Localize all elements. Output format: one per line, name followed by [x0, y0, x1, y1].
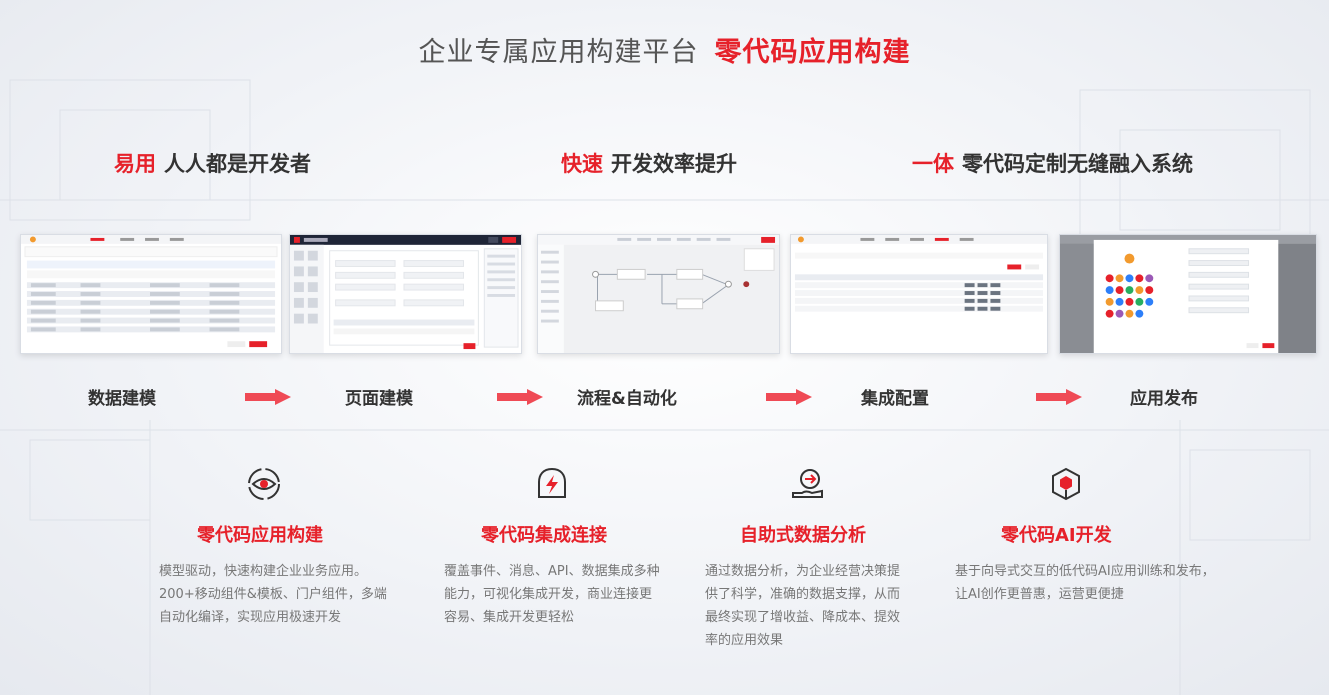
- step-integration: 集成配置: [861, 389, 929, 409]
- screenshot-page-builder: [289, 234, 522, 354]
- arrow-right-icon: [245, 389, 291, 405]
- step-workflow: 流程&自动化: [577, 389, 677, 409]
- title-main: 企业专属应用构建平台: [418, 37, 699, 68]
- feature-key: 易用: [114, 152, 156, 176]
- feature-key: 一体: [912, 152, 954, 176]
- eye-target-icon: [248, 468, 280, 500]
- feature-key: 快速: [561, 152, 603, 176]
- card-desc-line: 200+移动组件&模板、门户组件，多端: [159, 587, 387, 602]
- feature-text: 开发效率提升: [611, 152, 737, 176]
- card-desc-line: 供了科学，准确的数据支撑，从而: [705, 587, 901, 602]
- card-desc-line: 自动化编译，实现应用极速开发: [159, 610, 342, 625]
- step-page-modeling: 页面建模: [345, 389, 413, 409]
- page-title: 企业专属应用构建平台零代码应用构建: [0, 30, 1329, 69]
- step-data-modeling: 数据建模: [88, 389, 156, 409]
- card-title: 零代码集成连接: [481, 525, 607, 546]
- screenshot-workflow: [537, 234, 780, 354]
- feature-text: 人人都是开发者: [164, 152, 311, 176]
- arrow-right-icon: [497, 389, 543, 405]
- card-description: 覆盖事件、消息、API、数据集成多种 能力，可视化集成开发，商业连接更 容易、集…: [444, 560, 684, 629]
- card-desc-line: 能力，可视化集成开发，商业连接更: [444, 587, 653, 602]
- screenshot-app-publish: [1059, 234, 1317, 354]
- arrow-right-icon: [1036, 389, 1082, 405]
- cube-icon: [1052, 467, 1080, 501]
- card-description: 通过数据分析，为企业经营决策提 供了科学，准确的数据支撑，从而 最终实现了增收益…: [705, 560, 910, 652]
- feature-text: 零代码定制无缝融入系统: [962, 152, 1193, 176]
- lightning-shield-icon: [538, 467, 566, 498]
- card-desc-line: 率的应用效果: [705, 633, 784, 648]
- step-publish: 应用发布: [1130, 389, 1198, 409]
- feature-easy: 易用人人都是开发者: [114, 148, 311, 178]
- hand-data-icon: [792, 469, 823, 498]
- screenshot-data-modeling: [20, 234, 282, 354]
- card-title: 自助式数据分析: [740, 525, 866, 546]
- arrow-right-icon: [766, 389, 812, 405]
- card-desc-line: 最终实现了增收益、降成本、提效: [705, 610, 901, 625]
- card-description: 基于向导式交互的低代码AI应用训练和发布， 让AI创作更普惠，运营更便捷: [955, 560, 1255, 606]
- card-desc-line: 模型驱动，快速构建企业业务应用。: [159, 564, 368, 579]
- feature-fast: 快速开发效率提升: [561, 148, 737, 178]
- card-description: 模型驱动，快速构建企业业务应用。 200+移动组件&模板、门户组件，多端 自动化…: [159, 560, 404, 629]
- screenshot-integration-config: [790, 234, 1048, 354]
- card-desc-line: 让AI创作更普惠，运营更便捷: [955, 587, 1124, 602]
- card-desc-line: 通过数据分析，为企业经营决策提: [705, 564, 901, 579]
- card-desc-line: 覆盖事件、消息、API、数据集成多种: [444, 564, 660, 579]
- card-title: 零代码AI开发: [1001, 525, 1112, 546]
- card-desc-line: 容易、集成开发更轻松: [444, 610, 575, 625]
- card-title: 零代码应用构建: [197, 525, 323, 546]
- title-accent: 零代码应用构建: [714, 37, 911, 68]
- card-desc-line: 基于向导式交互的低代码AI应用训练和发布，: [955, 564, 1215, 579]
- feature-integrated: 一体零代码定制无缝融入系统: [912, 148, 1193, 178]
